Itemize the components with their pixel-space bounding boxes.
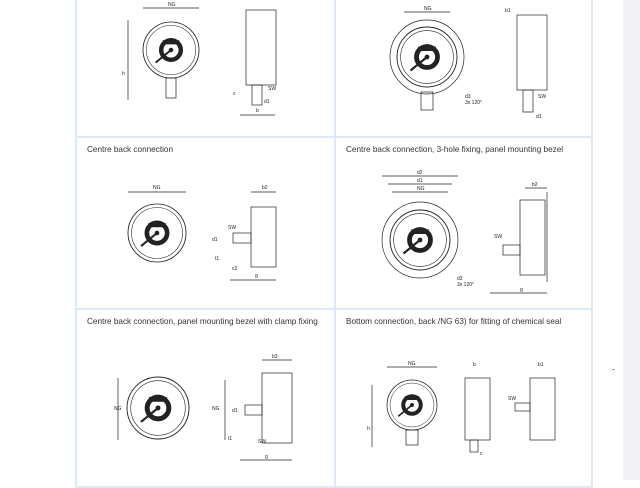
svg-text:SW: SW	[538, 94, 546, 100]
svg-text:d3: d3	[457, 276, 463, 282]
svg-text:h: h	[122, 71, 125, 77]
svg-text:SW: SW	[268, 86, 276, 92]
caption: Centre back connection, panel mounting b…	[87, 317, 318, 326]
svg-text:d1: d1	[264, 99, 270, 105]
gauge-side-view: SW b1 d1	[505, 8, 548, 120]
svg-text:d2: d2	[417, 170, 423, 176]
svg-text:d1: d1	[212, 237, 218, 243]
svg-text:3x 120°: 3x 120°	[457, 282, 474, 288]
svg-text:b1: b1	[505, 8, 511, 14]
gauge-front-view: NG	[114, 377, 189, 440]
svg-text:d1: d1	[536, 114, 542, 120]
svg-text:NG: NG	[153, 185, 161, 191]
caption: Centre back connection	[87, 145, 174, 154]
svg-text:b: b	[256, 108, 259, 114]
gauge-side-view: b b1 SW c	[464, 362, 556, 457]
svg-text:b3: b3	[272, 354, 278, 360]
svg-text:g: g	[265, 454, 268, 460]
gauge-side-view: NG b3 SW d1 t1 g	[212, 354, 293, 461]
scrollbar-track[interactable]	[623, 0, 640, 480]
svg-text:g: g	[520, 287, 523, 293]
svg-text:h: h	[367, 426, 370, 432]
svg-text:NG: NG	[114, 406, 122, 412]
caption: Centre back connection, 3-hole fixing, p…	[346, 145, 564, 154]
svg-text:b: b	[473, 362, 476, 368]
svg-text:SW: SW	[228, 225, 236, 231]
caption: Bottom connection, back /NG 63) for fitt…	[346, 317, 562, 326]
svg-text:c: c	[233, 91, 236, 97]
svg-text:SW: SW	[494, 234, 502, 240]
svg-text:SW: SW	[508, 396, 516, 402]
gauge-front-view: NG d3 3x 120°	[390, 6, 482, 111]
gauge-front-view: NG h	[122, 2, 199, 100]
gauge-side-view: b2 SW d1 t1 c2 g	[212, 185, 277, 281]
svg-text:c: c	[480, 451, 483, 457]
svg-text:t1: t1	[228, 436, 232, 442]
svg-text:NG: NG	[417, 186, 425, 192]
svg-text:g: g	[255, 273, 258, 279]
svg-text:NG: NG	[212, 406, 220, 412]
svg-text:NG: NG	[408, 361, 416, 367]
svg-text:NG: NG	[424, 6, 432, 12]
gauge-side-view: SW d1 b c	[233, 9, 277, 116]
marker	[612, 369, 615, 370]
gauge-front-view: NG	[128, 185, 186, 262]
gauge-front-view: d2 d1 NG d3 3x 120°	[382, 170, 474, 288]
svg-text:d1: d1	[232, 408, 238, 414]
gauge-side-view: b2 SW g	[490, 182, 548, 294]
svg-text:b1: b1	[538, 362, 544, 368]
svg-text:t1: t1	[215, 256, 219, 262]
svg-text:SW: SW	[258, 439, 266, 445]
svg-text:b2: b2	[262, 185, 268, 191]
svg-text:b2: b2	[532, 182, 538, 188]
svg-text:d3: d3	[465, 94, 471, 100]
svg-text:d1: d1	[417, 178, 423, 184]
svg-text:3x 120°: 3x 120°	[465, 100, 482, 106]
svg-text:c2: c2	[232, 266, 238, 272]
svg-text:NG: NG	[168, 2, 176, 8]
gauge-front-view: NG h	[367, 361, 437, 447]
